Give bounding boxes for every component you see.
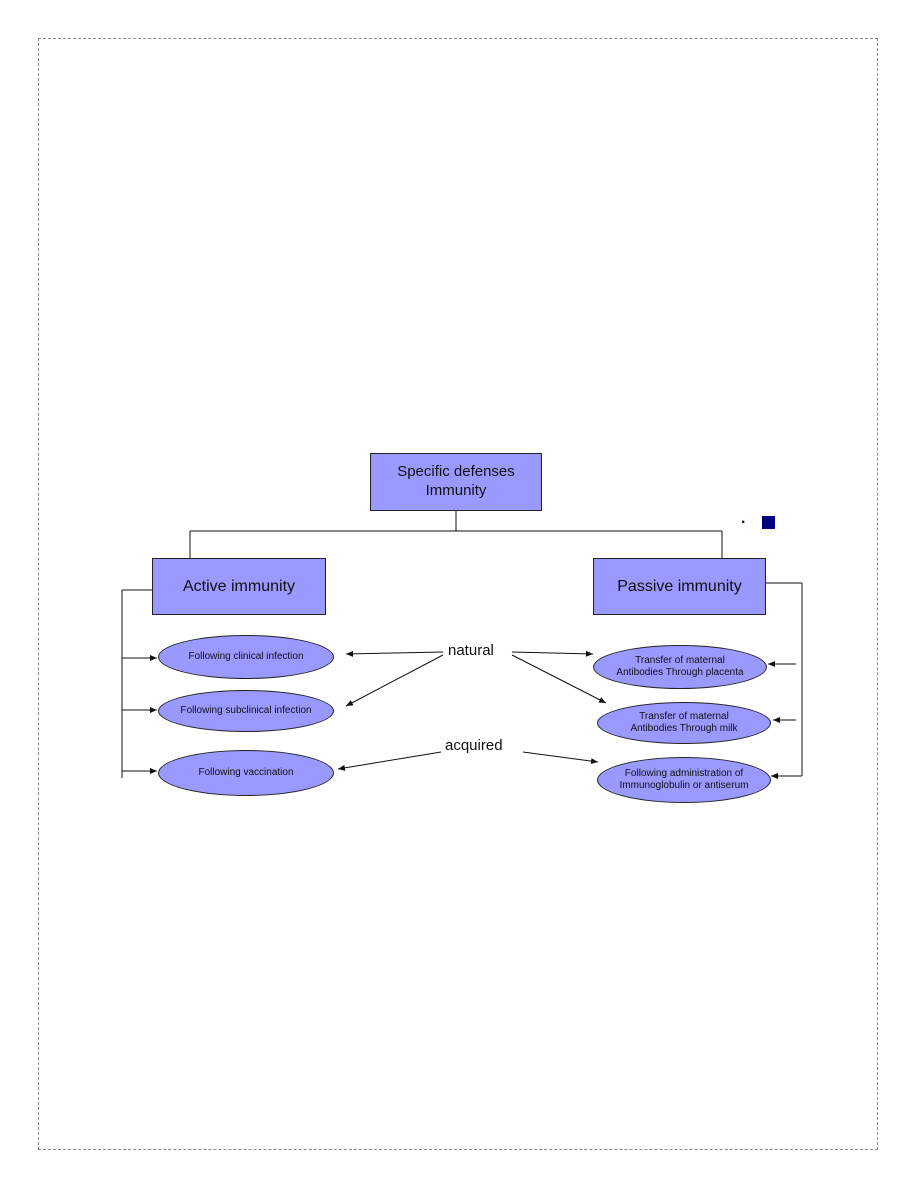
natural-to-clinical	[345, 650, 444, 657]
acquired-to-immunoglobulin	[522, 751, 599, 765]
clinical-infection-label: Following clinical infection	[188, 650, 304, 662]
natural-label: natural	[446, 642, 496, 659]
active-immunity-box: Active immunity	[152, 558, 326, 615]
immunoglobulin-node: Following administration of Immunoglobul…	[597, 757, 771, 803]
vaccination-node: Following vaccination	[158, 750, 334, 796]
subclinical-infection-node: Following subclinical infection	[158, 690, 334, 732]
placenta-transfer-node: Transfer of maternal Antibodies Through …	[593, 645, 767, 689]
vaccination-label: Following vaccination	[198, 766, 294, 778]
passive-immunity-label: Passive immunity	[617, 577, 742, 595]
immunoglobulin-label: Following administration of Immunoglobul…	[619, 767, 749, 792]
placenta-transfer-label: Transfer of maternal Antibodies Through …	[616, 654, 744, 679]
page-border	[38, 38, 878, 1150]
milk-transfer-node: Transfer of maternal Antibodies Through …	[597, 702, 771, 744]
acquired-to-vaccination	[337, 751, 442, 771]
passive-immunity-box: Passive immunity	[593, 558, 766, 615]
subclinical-infection-label: Following subclinical infection	[180, 704, 312, 716]
root-node-box: Specific defenses Immunity	[370, 453, 542, 511]
acquired-label: acquired	[443, 737, 505, 754]
active-immunity-label: Active immunity	[182, 577, 296, 595]
root-node-label: Specific defenses Immunity	[397, 463, 515, 499]
clinical-infection-node: Following clinical infection	[158, 635, 334, 679]
natural-to-milk	[511, 654, 607, 704]
natural-to-placenta	[511, 650, 594, 657]
marker-dot: .	[741, 510, 746, 527]
square-marker	[762, 516, 775, 529]
milk-transfer-label: Transfer of maternal Antibodies Through …	[630, 710, 738, 735]
natural-to-subclinical	[345, 654, 444, 707]
